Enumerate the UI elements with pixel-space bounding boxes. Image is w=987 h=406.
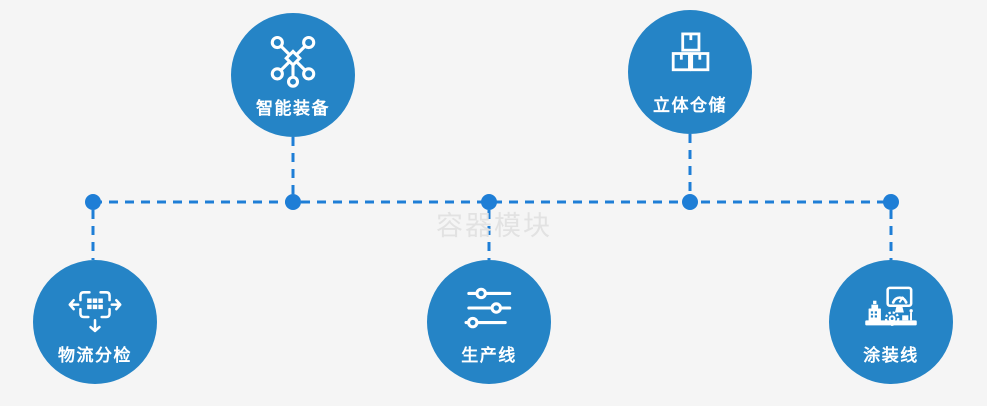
stacked-boxes-icon [671, 32, 710, 72]
junction-dot [285, 194, 301, 210]
sliders-icon [464, 287, 512, 329]
node-painting-line: 涂装线 [829, 260, 953, 384]
node-label: 立体仓储 [653, 96, 727, 115]
junction-dot [682, 194, 698, 210]
junction-dot [481, 194, 497, 210]
node-label: 涂装线 [863, 346, 919, 365]
node-logistics-sorting: 物流分检 [33, 260, 157, 384]
node-stereo-warehouse: 立体仓储 [628, 10, 752, 134]
junction-dot [883, 194, 899, 210]
network-nodes-icon [270, 35, 316, 88]
junction-dot [85, 194, 101, 210]
node-label: 生产线 [461, 346, 517, 365]
machinery-icon [865, 286, 917, 326]
node-production-line: 生产线 [427, 260, 551, 384]
node-label: 智能装备 [256, 99, 330, 118]
node-smart-equipment: 智能装备 [231, 13, 355, 137]
sorting-arrows-icon [68, 291, 122, 333]
node-label: 物流分检 [58, 346, 132, 365]
